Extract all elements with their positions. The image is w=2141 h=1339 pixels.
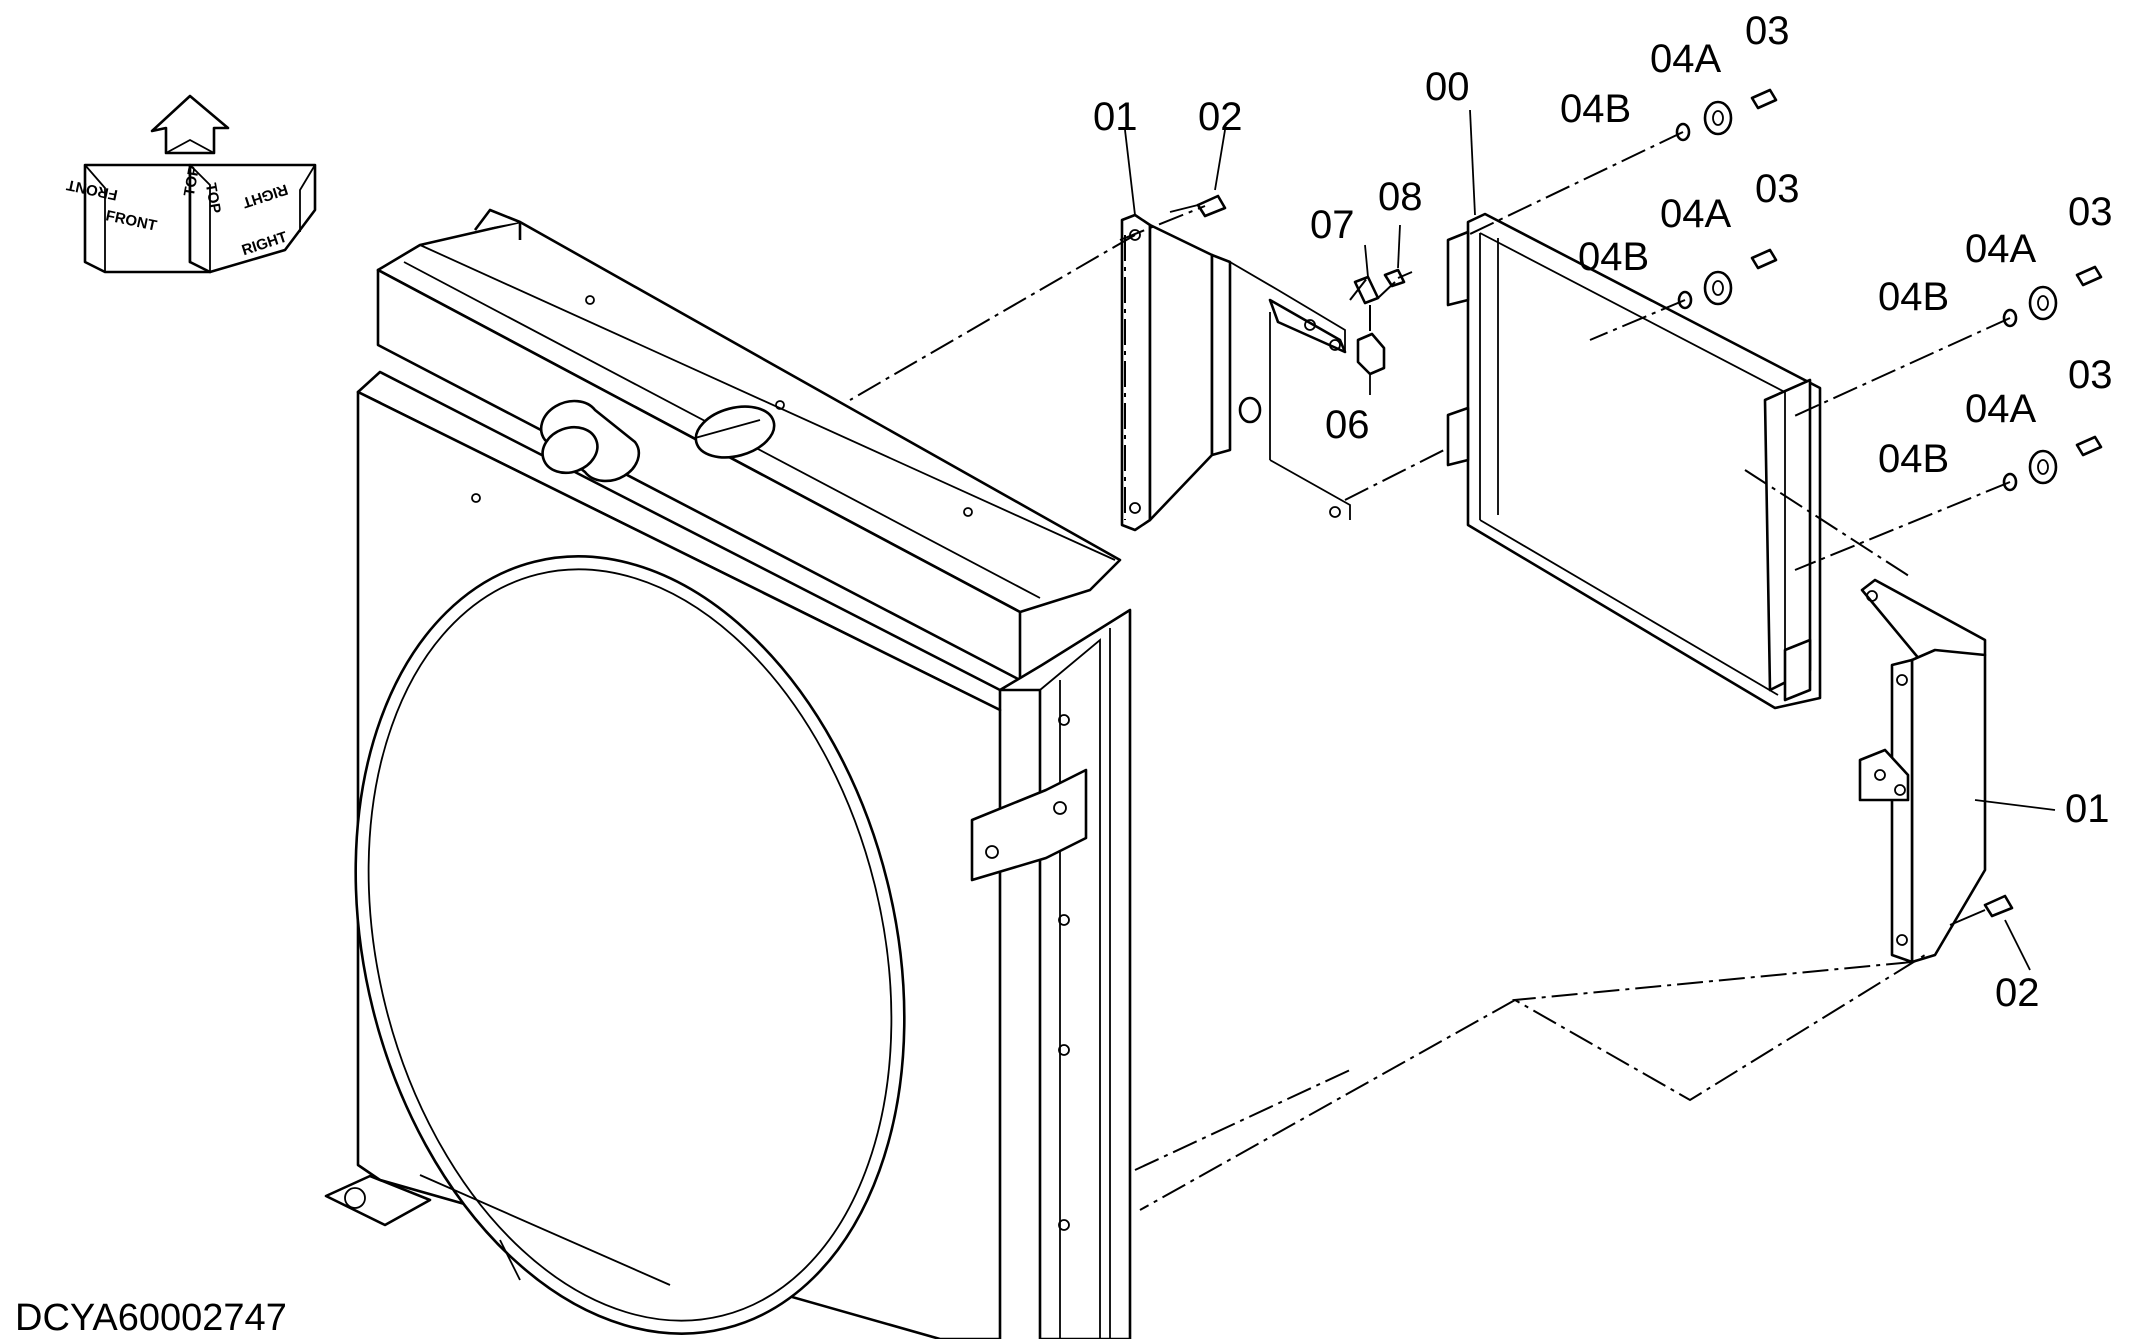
- callout-leaders: [1124, 109, 2056, 971]
- callout-04a-b: 04A: [1660, 192, 1731, 236]
- callout-04b-d: 04B: [1878, 437, 1949, 481]
- radiator-assembly: [324, 208, 1132, 1339]
- top-label-mirror: TOP: [202, 182, 224, 215]
- callout-07: 07: [1310, 203, 1355, 247]
- callout-03-b: 03: [1755, 167, 1800, 211]
- hardware-set-a: [1675, 88, 1778, 142]
- callout-04b-a: 04B: [1560, 87, 1631, 131]
- hardware-set-b: [1677, 248, 1778, 310]
- orientation-indicator: FRONT FRONT TOP TOP RIGHT RIGHT: [65, 94, 317, 274]
- callout-03-a: 03: [1745, 9, 1790, 53]
- callout-03-c: 03: [2068, 190, 2113, 234]
- callout-08: 08: [1378, 175, 1423, 219]
- left-bracket: [1120, 213, 1351, 532]
- callout-01-right: 01: [2065, 787, 2110, 831]
- callout-04a-c: 04A: [1965, 227, 2036, 271]
- callout-04a-a: 04A: [1650, 37, 1721, 81]
- hardware-set-d: [2002, 435, 2103, 492]
- assembly-lines: [849, 131, 2011, 1211]
- callout-04b-c: 04B: [1878, 275, 1949, 319]
- callout-02-top: 02: [1198, 95, 1243, 139]
- callout-06: 06: [1325, 403, 1370, 447]
- hardware-stacks: [1169, 88, 2103, 926]
- callout-00: 00: [1425, 65, 1470, 109]
- diagram-code: DCYA60002747: [15, 1297, 287, 1339]
- callout-labels: 00 01 02 03 04A 04B 03 04A 04B 03 04A 04…: [1093, 9, 2113, 1015]
- callout-04a-d: 04A: [1965, 387, 2036, 431]
- callout-01-left: 01: [1093, 95, 1138, 139]
- hardware-set-c: [2002, 265, 2103, 328]
- right-bracket: [1858, 578, 1987, 964]
- callout-03-d: 03: [2068, 353, 2113, 397]
- callout-04b-b: 04B: [1578, 235, 1649, 279]
- small-parts: [1353, 268, 1413, 376]
- callout-02-bottom: 02: [1995, 971, 2040, 1015]
- condenser-core: [1446, 212, 1822, 710]
- top-label: TOP: [181, 165, 203, 198]
